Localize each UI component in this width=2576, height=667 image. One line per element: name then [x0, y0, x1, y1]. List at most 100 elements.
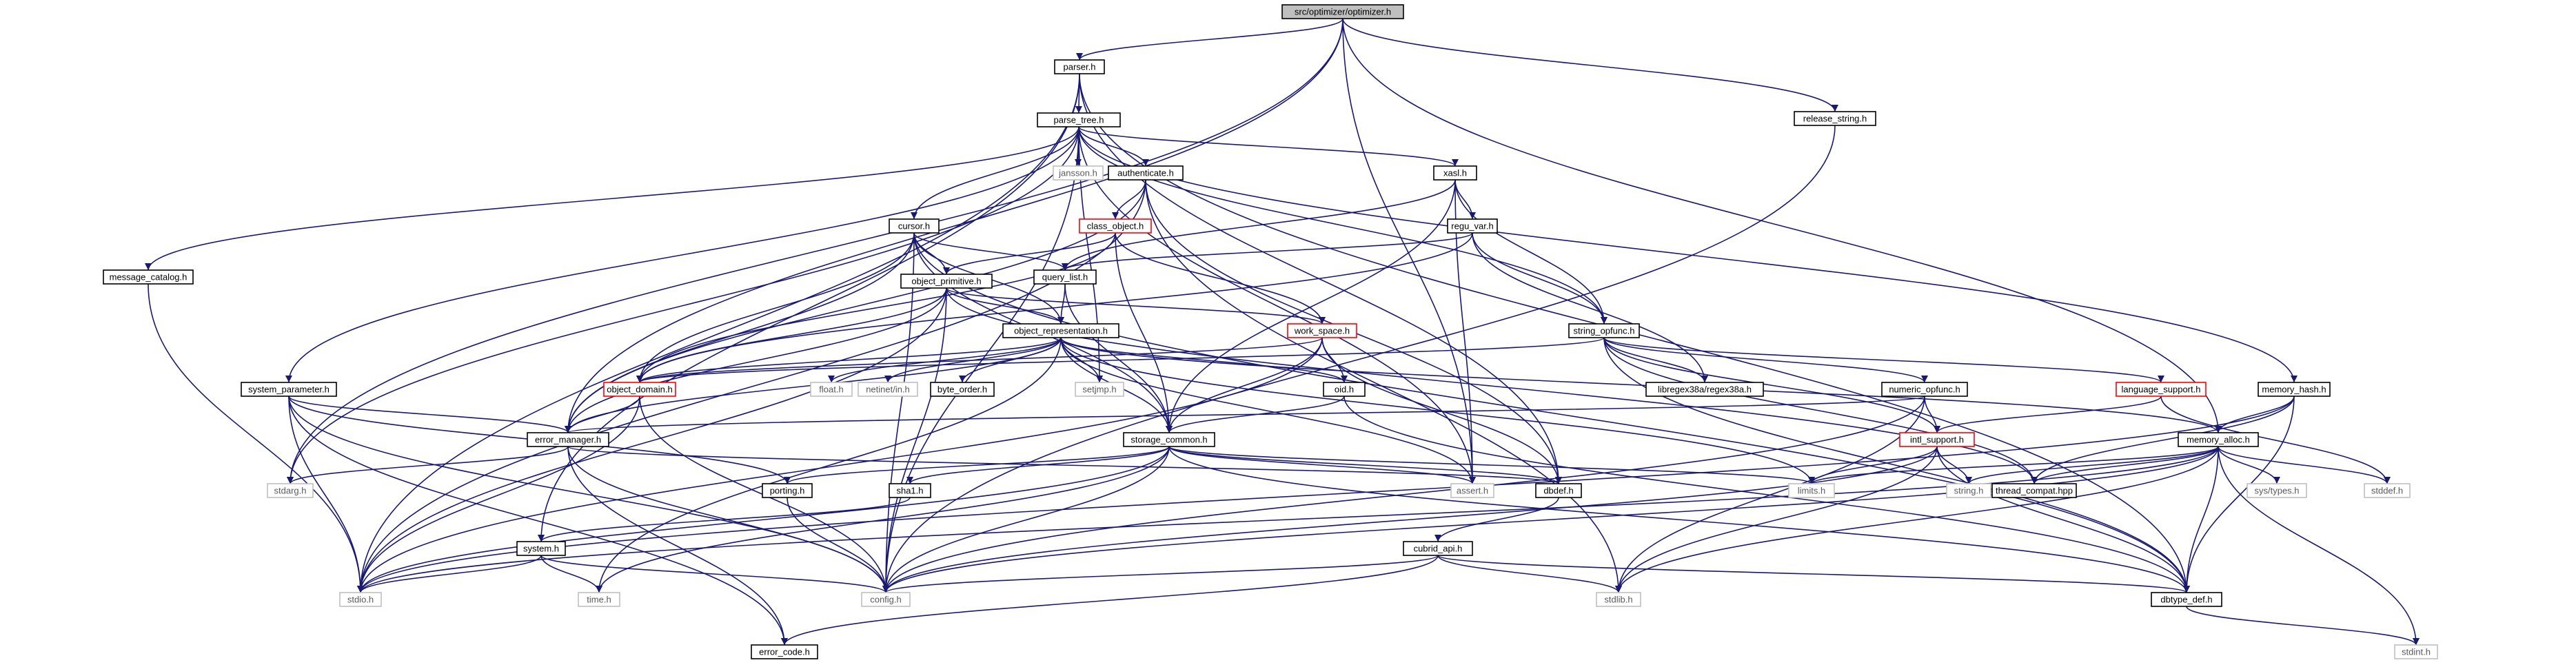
node-box-message_catalog — [103, 269, 194, 285]
edge-object_primitive-to-config — [882, 287, 947, 593]
edge-cubrid_api-to-error_code — [781, 555, 1439, 646]
node-box-numeric_opfunc — [1881, 382, 1968, 397]
node-box-netinet_in — [858, 382, 918, 397]
node-string: string.h — [1946, 483, 1991, 498]
node-intl_support[interactable]: intl_support.h — [1899, 432, 1975, 447]
edge-query_list-to-object_representation — [1057, 283, 1066, 325]
node-byte_order[interactable]: byte_order.h — [930, 382, 995, 397]
edge-release_string-to-config — [882, 125, 1836, 593]
edge-object_primitive-to-stdio — [357, 287, 947, 593]
node-label-thread_compat: thread_compat.hpp — [1996, 485, 2073, 495]
edge-storage_common-to-time — [596, 446, 1170, 593]
edge-object_representation-to-object_domain — [636, 337, 1062, 383]
node-work_space[interactable]: work_space.h — [1287, 323, 1357, 338]
node-query_list[interactable]: query_list.h — [1033, 269, 1097, 285]
node-parse_tree[interactable]: parse_tree.h — [1037, 112, 1121, 127]
node-release_string[interactable]: release_string.h — [1794, 111, 1876, 126]
edge-class_object-to-object_domain — [636, 232, 1116, 383]
node-assert: assert.h — [1450, 483, 1494, 498]
node-thread_compat[interactable]: thread_compat.hpp — [1991, 483, 2077, 498]
node-porting[interactable]: porting.h — [762, 483, 813, 498]
node-stdarg: stdarg.h — [267, 483, 314, 498]
node-box-setjmp — [1075, 382, 1124, 397]
node-box-stdarg — [267, 483, 314, 498]
edge-storage_common-to-porting — [784, 446, 1170, 484]
edge-intl_support-to-string — [1936, 446, 1972, 484]
node-regu_var[interactable]: regu_var.h — [1447, 218, 1498, 234]
edge-porting-to-config — [787, 497, 889, 593]
edge-object_primitive-to-object_domain — [636, 287, 947, 383]
node-memory_alloc[interactable]: memory_alloc.h — [2178, 432, 2259, 447]
edge-cursor-to-config — [882, 232, 915, 593]
edge-system-to-stdio — [357, 555, 542, 593]
node-cubrid_api[interactable]: cubrid_api.h — [1403, 541, 1473, 556]
node-optimizer[interactable]: src/optimizer/optimizer.h — [1281, 4, 1404, 19]
node-error_manager[interactable]: error_manager.h — [527, 432, 609, 447]
node-label-class_object: class_object.h — [1087, 220, 1144, 231]
node-sha1[interactable]: sha1.h — [889, 483, 931, 498]
node-box-memory_hash — [2258, 382, 2331, 397]
node-dbtype_def[interactable]: dbtype_def.h — [2151, 592, 2222, 607]
node-label-memory_alloc: memory_alloc.h — [2187, 434, 2250, 444]
node-label-stddef: stddef.h — [2371, 485, 2403, 495]
node-stdio: stdio.h — [339, 592, 382, 607]
edge-string_opfunc-to-thread_compat — [1603, 337, 2038, 484]
node-box-dbdef — [1535, 483, 1582, 498]
edge-object_primitive-to-error_manager — [565, 287, 947, 433]
node-object_representation[interactable]: object_representation.h — [1002, 323, 1119, 338]
node-label-object_representation: object_representation.h — [1014, 325, 1108, 336]
node-libregex38a[interactable]: libregex38a/regex38a.h — [1645, 382, 1764, 397]
node-string_opfunc[interactable]: string_opfunc.h — [1568, 323, 1640, 338]
edge-parse_tree-to-xasl — [1078, 126, 1459, 167]
node-label-limits: limits.h — [1798, 485, 1825, 495]
edge-language_support-to-intl_support — [1934, 396, 2162, 433]
node-label-error_manager: error_manager.h — [535, 434, 601, 444]
node-label-dbdef: dbdef.h — [1543, 485, 1573, 495]
node-message_catalog[interactable]: message_catalog.h — [103, 269, 194, 285]
node-parser[interactable]: parser.h — [1054, 59, 1105, 74]
node-memory_hash[interactable]: memory_hash.h — [2258, 382, 2331, 397]
node-system[interactable]: system.h — [516, 541, 566, 556]
node-system_parameter[interactable]: system_parameter.h — [241, 382, 337, 397]
edge-cubrid_api-to-config — [882, 555, 1439, 593]
node-oid[interactable]: oid.h — [1323, 382, 1366, 397]
node-authenticate[interactable]: authenticate.h — [1108, 165, 1184, 181]
node-box-stddef — [2364, 483, 2411, 498]
node-numeric_opfunc[interactable]: numeric_opfunc.h — [1881, 382, 1968, 397]
edge-parser-to-stdio — [357, 73, 1080, 593]
node-label-string_opfunc: string_opfunc.h — [1574, 325, 1635, 336]
nodes-layer: src/optimizer/optimizer.h parser.h release… — [103, 4, 2438, 659]
node-box-object_domain — [603, 382, 676, 397]
edge-authenticate-to-class_object — [1112, 179, 1146, 220]
node-language_support[interactable]: language_support.h — [2116, 382, 2207, 397]
node-object_primitive[interactable]: object_primitive.h — [900, 274, 993, 289]
node-error_code[interactable]: error_code.h — [751, 644, 818, 659]
edge-parse_tree-to-assert — [1078, 126, 1476, 484]
node-storage_common[interactable]: storage_common.h — [1123, 432, 1215, 447]
node-xasl[interactable]: xasl.h — [1433, 165, 1477, 181]
node-class_object[interactable]: class_object.h — [1079, 218, 1152, 234]
edge-memory_hash-to-stdio — [357, 396, 2295, 593]
edge-storage_common-to-sha1 — [906, 446, 1170, 484]
node-label-config: config.h — [870, 594, 902, 604]
node-cursor[interactable]: cursor.h — [889, 218, 940, 234]
edge-class_object-to-object_primitive — [943, 232, 1116, 275]
node-box-error_code — [751, 644, 818, 659]
edge-intl_support-to-dbtype_def — [1936, 446, 2190, 593]
edge-work_space-to-object_domain — [636, 337, 1323, 383]
edge-language_support-to-stddef — [2160, 396, 2391, 484]
edge-storage_common-to-assert — [1168, 446, 1476, 484]
edge-query_list-to-storage_common — [1064, 283, 1173, 433]
node-object_domain[interactable]: object_domain.h — [603, 382, 676, 397]
node-label-float: float.h — [819, 384, 843, 394]
node-box-regu_var — [1447, 218, 1498, 234]
node-label-object_primitive: object_primitive.h — [911, 276, 981, 286]
edge-regu_var-to-object_domain — [636, 232, 1473, 383]
node-box-sha1 — [889, 483, 931, 498]
node-label-memory_hash: memory_hash.h — [2262, 384, 2326, 394]
node-dbdef[interactable]: dbdef.h — [1535, 483, 1582, 498]
node-box-thread_compat — [1991, 483, 2077, 498]
node-box-parse_tree — [1037, 112, 1121, 127]
node-box-class_object — [1079, 218, 1152, 234]
node-label-setjmp: setjmp.h — [1082, 384, 1116, 394]
